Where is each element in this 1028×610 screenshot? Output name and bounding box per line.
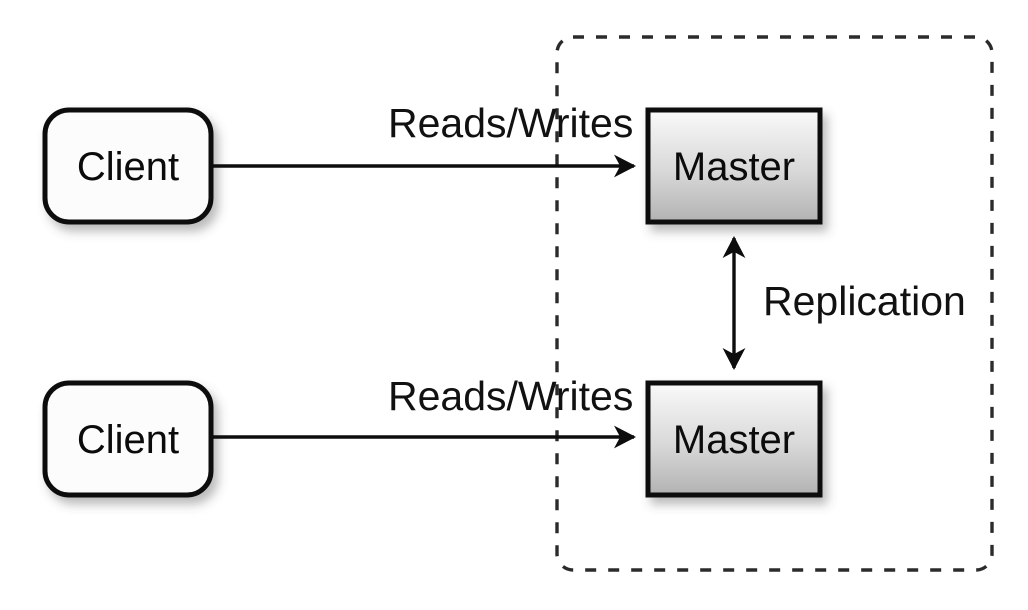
node-client-top[interactable]: Client: [42, 107, 214, 225]
client-bottom-label: Client: [77, 418, 179, 462]
node-master-top[interactable]: Master: [645, 107, 823, 225]
client-top-label: Client: [77, 145, 179, 189]
replication-label: Replication: [763, 278, 966, 324]
client-top-shape: [42, 107, 214, 225]
master-bottom-label: Master: [673, 418, 795, 462]
edge-master-replication: Replication: [722, 235, 966, 371]
client-bottom-shape: [42, 380, 214, 498]
master-top-shape: [645, 107, 823, 225]
master-top-label: Master: [673, 145, 795, 189]
edge-client-top-to-master-top: Reads/Writes: [212, 100, 637, 178]
reads-writes-label-bottom: Reads/Writes: [388, 373, 633, 419]
node-master-bottom[interactable]: Master: [645, 380, 823, 498]
edge-client-bottom-to-master-bottom: Reads/Writes: [212, 373, 637, 449]
master-bottom-shape: [645, 380, 823, 498]
node-client-bottom[interactable]: Client: [42, 380, 214, 498]
reads-writes-label-top: Reads/Writes: [388, 100, 633, 146]
replication-cluster-boundary: [555, 35, 994, 572]
